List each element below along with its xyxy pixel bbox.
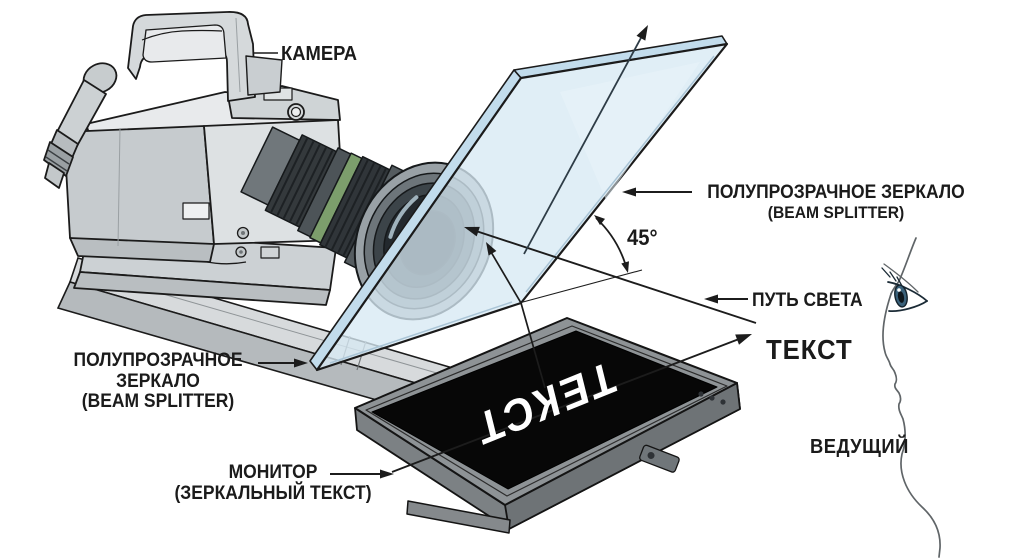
beam-splitter-left-line1: ПОЛУПРОЗРАЧНОЕ bbox=[73, 350, 243, 371]
monitor-reflection-line bbox=[490, 251, 546, 389]
eye-icon bbox=[881, 267, 928, 313]
forehead-line bbox=[890, 237, 917, 295]
camera-label: КАМЕРА bbox=[281, 43, 358, 65]
beam-splitter-right-label: ПОЛУПРОЗРАЧНОЕ ЗЕРКАЛО (BEAM SPLITTER) bbox=[705, 182, 966, 222]
brow-line bbox=[883, 263, 919, 293]
presenter-label: ВЕДУЩИЙ bbox=[810, 436, 909, 458]
beam-splitter-right-line1: ПОЛУПРОЗРАЧНОЕ ЗЕРКАЛО bbox=[707, 182, 965, 203]
monitor-illustration bbox=[354, 317, 741, 534]
monitor-label-line1: МОНИТОР bbox=[228, 462, 318, 483]
arrowhead-into-lens bbox=[464, 226, 480, 237]
monitor-label: МОНИТОР (ЗЕРКАЛЬНЫЙ ТЕКСТ) bbox=[163, 462, 384, 504]
beam-splitter-right-line2: (BEAM SPLITTER) bbox=[767, 202, 905, 222]
light-path-lines bbox=[254, 25, 757, 479]
angle-arc bbox=[595, 217, 626, 264]
arrowhead-monitor-ray bbox=[486, 242, 497, 256]
monitor-label-line2: (ЗЕРКАЛЬНЫЙ ТЕКСТ) bbox=[174, 482, 372, 504]
face-profile-line bbox=[882, 293, 941, 558]
transmitted-ray-line bbox=[523, 35, 643, 255]
arrowhead-up-icon bbox=[636, 25, 648, 41]
presenter-face bbox=[881, 237, 941, 558]
beam-splitter-left-label: ПОЛУПРОЗРАЧНОЕ ЗЕРКАЛО (BEAM SPLITTER) bbox=[48, 350, 269, 413]
beam-splitter-glass bbox=[309, 35, 729, 372]
beam-splitter-left-line3: (BEAM SPLITTER) bbox=[81, 391, 235, 413]
text-label-arrow bbox=[391, 337, 741, 473]
angle-baseline bbox=[522, 269, 643, 303]
light-path-label: ПУТЬ СВЕТА bbox=[752, 290, 863, 311]
angle-label: 45° bbox=[627, 225, 658, 250]
reflected-text-label: ТЕКСТ bbox=[766, 334, 853, 365]
beam-splitter-left-line2: ЗЕРКАЛО bbox=[116, 370, 200, 392]
